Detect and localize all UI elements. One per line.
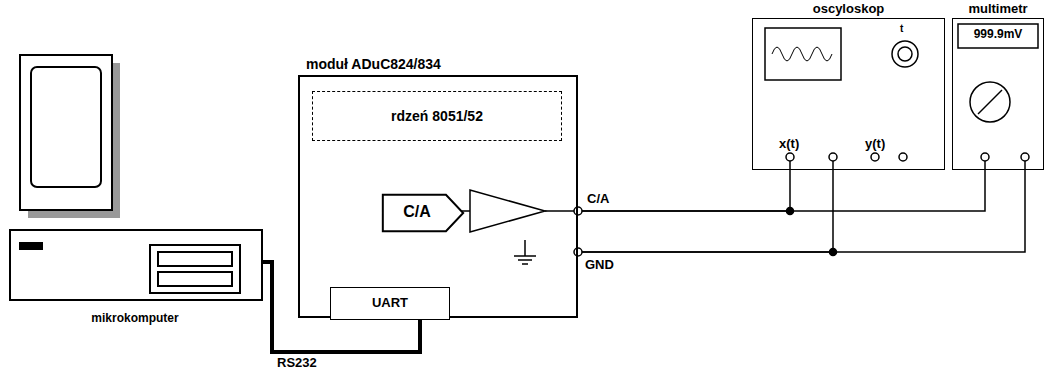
core-box: rdzeń 8051/52 [312,91,562,141]
wire-connector [578,170,790,211]
module-box: moduł ADuC824/834rdzeń 8051/52C/AUART [298,75,578,318]
computer-node: mikrokomputer [8,50,262,332]
pin-label: C/A [586,192,610,207]
uart-box: UART [330,287,450,320]
multimeter-figure [958,24,1038,170]
node-text: oscyloskop [753,2,944,17]
node-text: x(t) [779,137,799,152]
pin-terminal [574,248,582,256]
pin-terminal [574,207,582,215]
wire-connector [578,170,1025,252]
node-text: UART [331,296,449,311]
module-internals [462,190,578,264]
oscilloscope-box: oscyloskoptx(t)y(t) [752,18,945,170]
node-text: moduł ADuC824/834 [306,56,441,72]
computer-figure [10,55,262,300]
node-text: C/A [382,203,452,221]
node-text: t [900,23,903,35]
node-text: mikrokomputer [8,312,262,326]
multimeter-box: multimetr999.9mV [952,18,1044,170]
node-text: rdzeń 8051/52 [313,108,561,124]
dac-block: C/A [382,194,464,232]
wire-connector [578,170,985,211]
node-text: multimetr [953,2,1043,17]
junctions [787,208,837,256]
node-text: 999.9mV [953,28,1043,42]
oscilloscope-figure [765,28,918,170]
node-text: y(t) [865,137,885,152]
edge-label: RS232 [276,356,318,371]
pin-label: GND [584,258,615,273]
